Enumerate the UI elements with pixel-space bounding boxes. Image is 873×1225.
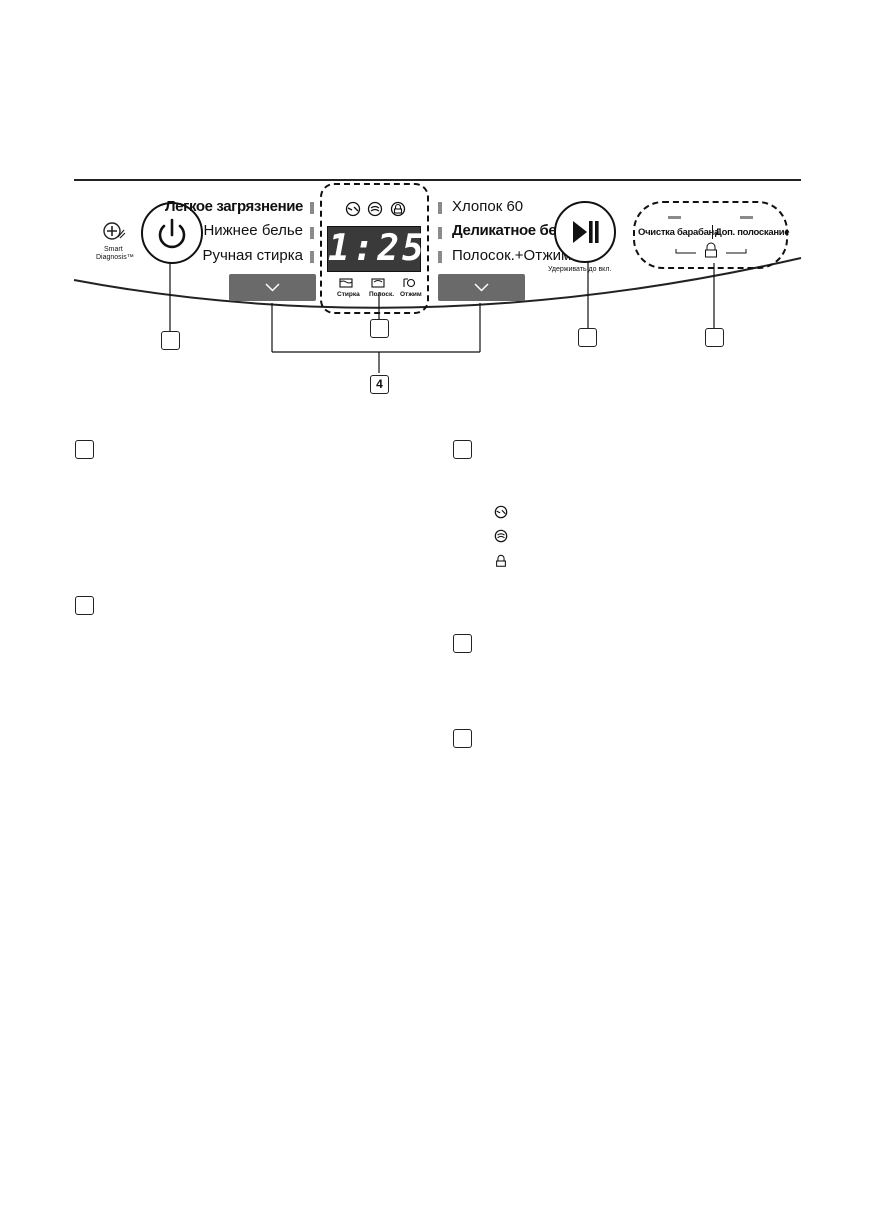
start-pause-button[interactable] — [554, 201, 616, 263]
top-rule — [74, 179, 801, 181]
play-pause-icon — [573, 221, 599, 243]
wifi-icon — [494, 505, 508, 519]
rinse-phase-icon — [371, 278, 385, 288]
wash-phase-icon — [339, 278, 353, 288]
chevron-down-icon — [265, 283, 280, 292]
program-delicate: Деликатное белье — [452, 222, 583, 239]
child-lock-icon — [496, 554, 506, 567]
program-tick — [310, 251, 314, 263]
extra-rinse-indicator — [740, 216, 753, 219]
phase-label-rinse: Полоск. — [369, 291, 395, 298]
program-tick — [438, 227, 442, 239]
panel-curve — [73, 257, 802, 309]
callout-start-pause — [578, 328, 597, 347]
time-display: 1:25 — [327, 226, 427, 272]
program-cotton-60: Хлопок 60 — [452, 198, 524, 215]
program-tick — [310, 202, 314, 214]
child-lock-icon — [390, 201, 406, 217]
callout-power — [161, 331, 180, 350]
smart-label-line2: Diagnosis™ — [96, 254, 134, 261]
program-hand-wash: Ручная стирка — [202, 247, 303, 264]
program-light-soil: Легкое загрязнение — [165, 198, 303, 215]
callout-display — [370, 319, 389, 338]
callout-options — [705, 328, 724, 347]
chevron-down-icon — [474, 283, 489, 292]
child-lock-bracket — [675, 242, 747, 258]
extra-rinse-button[interactable]: Доп. полоскание — [715, 227, 790, 238]
legend-box-3 — [453, 440, 472, 459]
program-tick — [438, 251, 442, 263]
drum-clean-indicator — [668, 216, 681, 219]
wifi-icon — [345, 201, 361, 217]
rinse-icon — [494, 529, 508, 543]
hold-label: Удерживать до вкл. — [548, 266, 612, 273]
rinse-icon — [367, 201, 383, 217]
options-group-outline — [633, 201, 788, 269]
legend-box-4 — [453, 634, 472, 653]
phase-label-spin: Отжим — [400, 291, 422, 298]
phase-label-wash: Стирка — [337, 291, 360, 298]
time-display-value: 1:25 — [328, 228, 427, 269]
program-rinse-spin: Полосок.+Отжим — [452, 247, 572, 264]
program-select-right-button[interactable] — [438, 274, 525, 301]
display-group-outline — [320, 183, 429, 314]
spin-phase-icon — [403, 278, 416, 288]
program-select-left-button[interactable] — [229, 274, 316, 301]
smart-diagnosis-icon[interactable] — [101, 219, 127, 245]
power-icon — [158, 218, 186, 249]
leader-lines — [169, 262, 715, 373]
option-divider — [712, 225, 713, 239]
power-button[interactable] — [141, 202, 203, 264]
callout-program-select: 4 — [370, 375, 389, 394]
legend-box-2 — [75, 596, 94, 615]
program-tick — [310, 227, 314, 239]
program-tick — [438, 202, 442, 214]
program-underwear: Нижнее белье — [203, 222, 303, 239]
legend-box-5 — [453, 729, 472, 748]
legend-box-1 — [75, 440, 94, 459]
smart-label-line1: Smart — [104, 246, 123, 253]
drum-clean-button[interactable]: Очистка барабана — [638, 227, 719, 238]
